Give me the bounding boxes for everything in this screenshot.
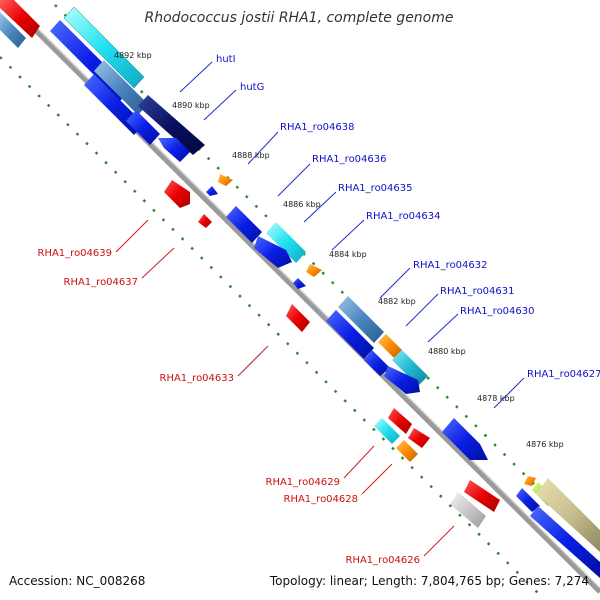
gene-label-forward[interactable]: RHA1_ro04635 (338, 183, 413, 194)
gene-forward-ro04635[interactable] (226, 206, 262, 243)
genome-summary-text: Topology: linear; Length: 7,804,765 bp; … (269, 574, 589, 588)
gene-forward-ro04634[interactable] (266, 222, 306, 263)
map-title: Rhodococcus jostii RHA1, complete genome (144, 10, 453, 26)
tick-label: 4882 kbp (378, 297, 416, 306)
tick-guide-lines (0, 4, 600, 600)
gene-forward-ro04627[interactable] (442, 418, 488, 460)
tick-label: 4890 kbp (172, 101, 210, 110)
gene-label-forward[interactable]: RHA1_ro04634 (366, 211, 441, 222)
gene-label-reverse[interactable]: RHA1_ro04626 (346, 555, 421, 566)
gene-forward-small-b[interactable] (293, 278, 306, 289)
gene-forward-ro04631[interactable] (338, 296, 384, 343)
gene-forward-b10[interactable] (530, 506, 600, 578)
gene-reverse-ro04629[interactable] (388, 408, 412, 434)
gene-label-reverse[interactable]: RHA1_ro04639 (38, 248, 113, 259)
tick-labels: 4892 kbp 4890 kbp 4888 kbp 4886 kbp 4884… (114, 51, 564, 449)
tick-label: 4876 kbp (526, 440, 564, 449)
gene-reverse-ro04628[interactable] (408, 428, 430, 448)
gene-label-forward[interactable]: hutG (240, 82, 264, 93)
gene-label-forward[interactable]: RHA1_ro04630 (460, 306, 535, 317)
gene-reverse-topleft[interactable] (0, 0, 40, 38)
gene-forward-b6[interactable] (326, 310, 374, 359)
gene-label-forward[interactable]: RHA1_ro04638 (280, 122, 355, 133)
tick-label: 4892 kbp (114, 51, 152, 60)
gene-forward-olive[interactable] (536, 478, 600, 552)
gene-reverse-ro04639[interactable] (164, 180, 190, 208)
gene-reverse-small-blue[interactable] (206, 186, 218, 196)
gene-reverse-grey[interactable] (450, 492, 486, 528)
gene-forward-b9[interactable] (516, 488, 540, 512)
gene-reverse-orange[interactable] (396, 440, 418, 462)
accession-text: Accession: NC_008268 (9, 574, 145, 588)
forward-strand-genes (50, 6, 600, 578)
forward-gene-labels: hutI hutG RHA1_ro04638 RHA1_ro04636 RHA1… (179, 54, 600, 409)
gene-forward-teal[interactable] (392, 350, 428, 386)
gene-label-reverse[interactable]: RHA1_ro04629 (266, 477, 341, 488)
gene-forward-hutI[interactable] (63, 6, 145, 89)
gene-label-forward[interactable]: RHA1_ro04631 (440, 286, 515, 297)
gene-reverse-ro04629-cyan[interactable] (374, 418, 400, 444)
reverse-strand-genes (0, 0, 500, 528)
gene-label-reverse[interactable]: RHA1_ro04637 (64, 277, 139, 288)
gene-reverse-ro04633[interactable] (286, 304, 310, 332)
tick-label: 4888 kbp (232, 151, 270, 160)
tick-label: 4884 kbp (329, 250, 367, 259)
gene-forward-ro04638[interactable] (138, 95, 205, 155)
gene-reverse-topleft-b[interactable] (0, 12, 26, 48)
gene-label-forward[interactable]: RHA1_ro04636 (312, 154, 387, 165)
gene-forward-b8[interactable] (384, 366, 420, 394)
gene-forward-b5[interactable] (254, 236, 292, 268)
gene-label-forward[interactable]: hutI (216, 54, 236, 65)
reverse-gene-labels: RHA1_ro04639 RHA1_ro04637 RHA1_ro04633 R… (38, 219, 455, 566)
gene-forward-b3[interactable] (126, 110, 160, 145)
tick-label: 4886 kbp (283, 200, 321, 209)
gene-reverse-ro04626[interactable] (464, 480, 500, 512)
gene-forward-ro04630[interactable] (378, 334, 402, 358)
gene-label-reverse[interactable]: RHA1_ro04633 (160, 373, 235, 384)
gene-forward-ro04632[interactable] (306, 264, 322, 277)
gene-forward-b4[interactable] (158, 138, 190, 162)
tick-label: 4880 kbp (428, 347, 466, 356)
gene-reverse-ro04637[interactable] (198, 214, 212, 228)
gene-label-forward[interactable]: RHA1_ro04627 (527, 369, 600, 380)
gene-forward-b7[interactable] (364, 350, 390, 376)
gene-forward-orange2[interactable] (524, 476, 536, 486)
gene-forward-ro04636[interactable] (218, 174, 233, 186)
gene-label-forward[interactable]: RHA1_ro04632 (413, 260, 488, 271)
tick-label: 4878 kbp (477, 394, 515, 403)
gene-label-reverse[interactable]: RHA1_ro04628 (284, 494, 359, 505)
gene-forward-hutG[interactable] (94, 60, 148, 115)
